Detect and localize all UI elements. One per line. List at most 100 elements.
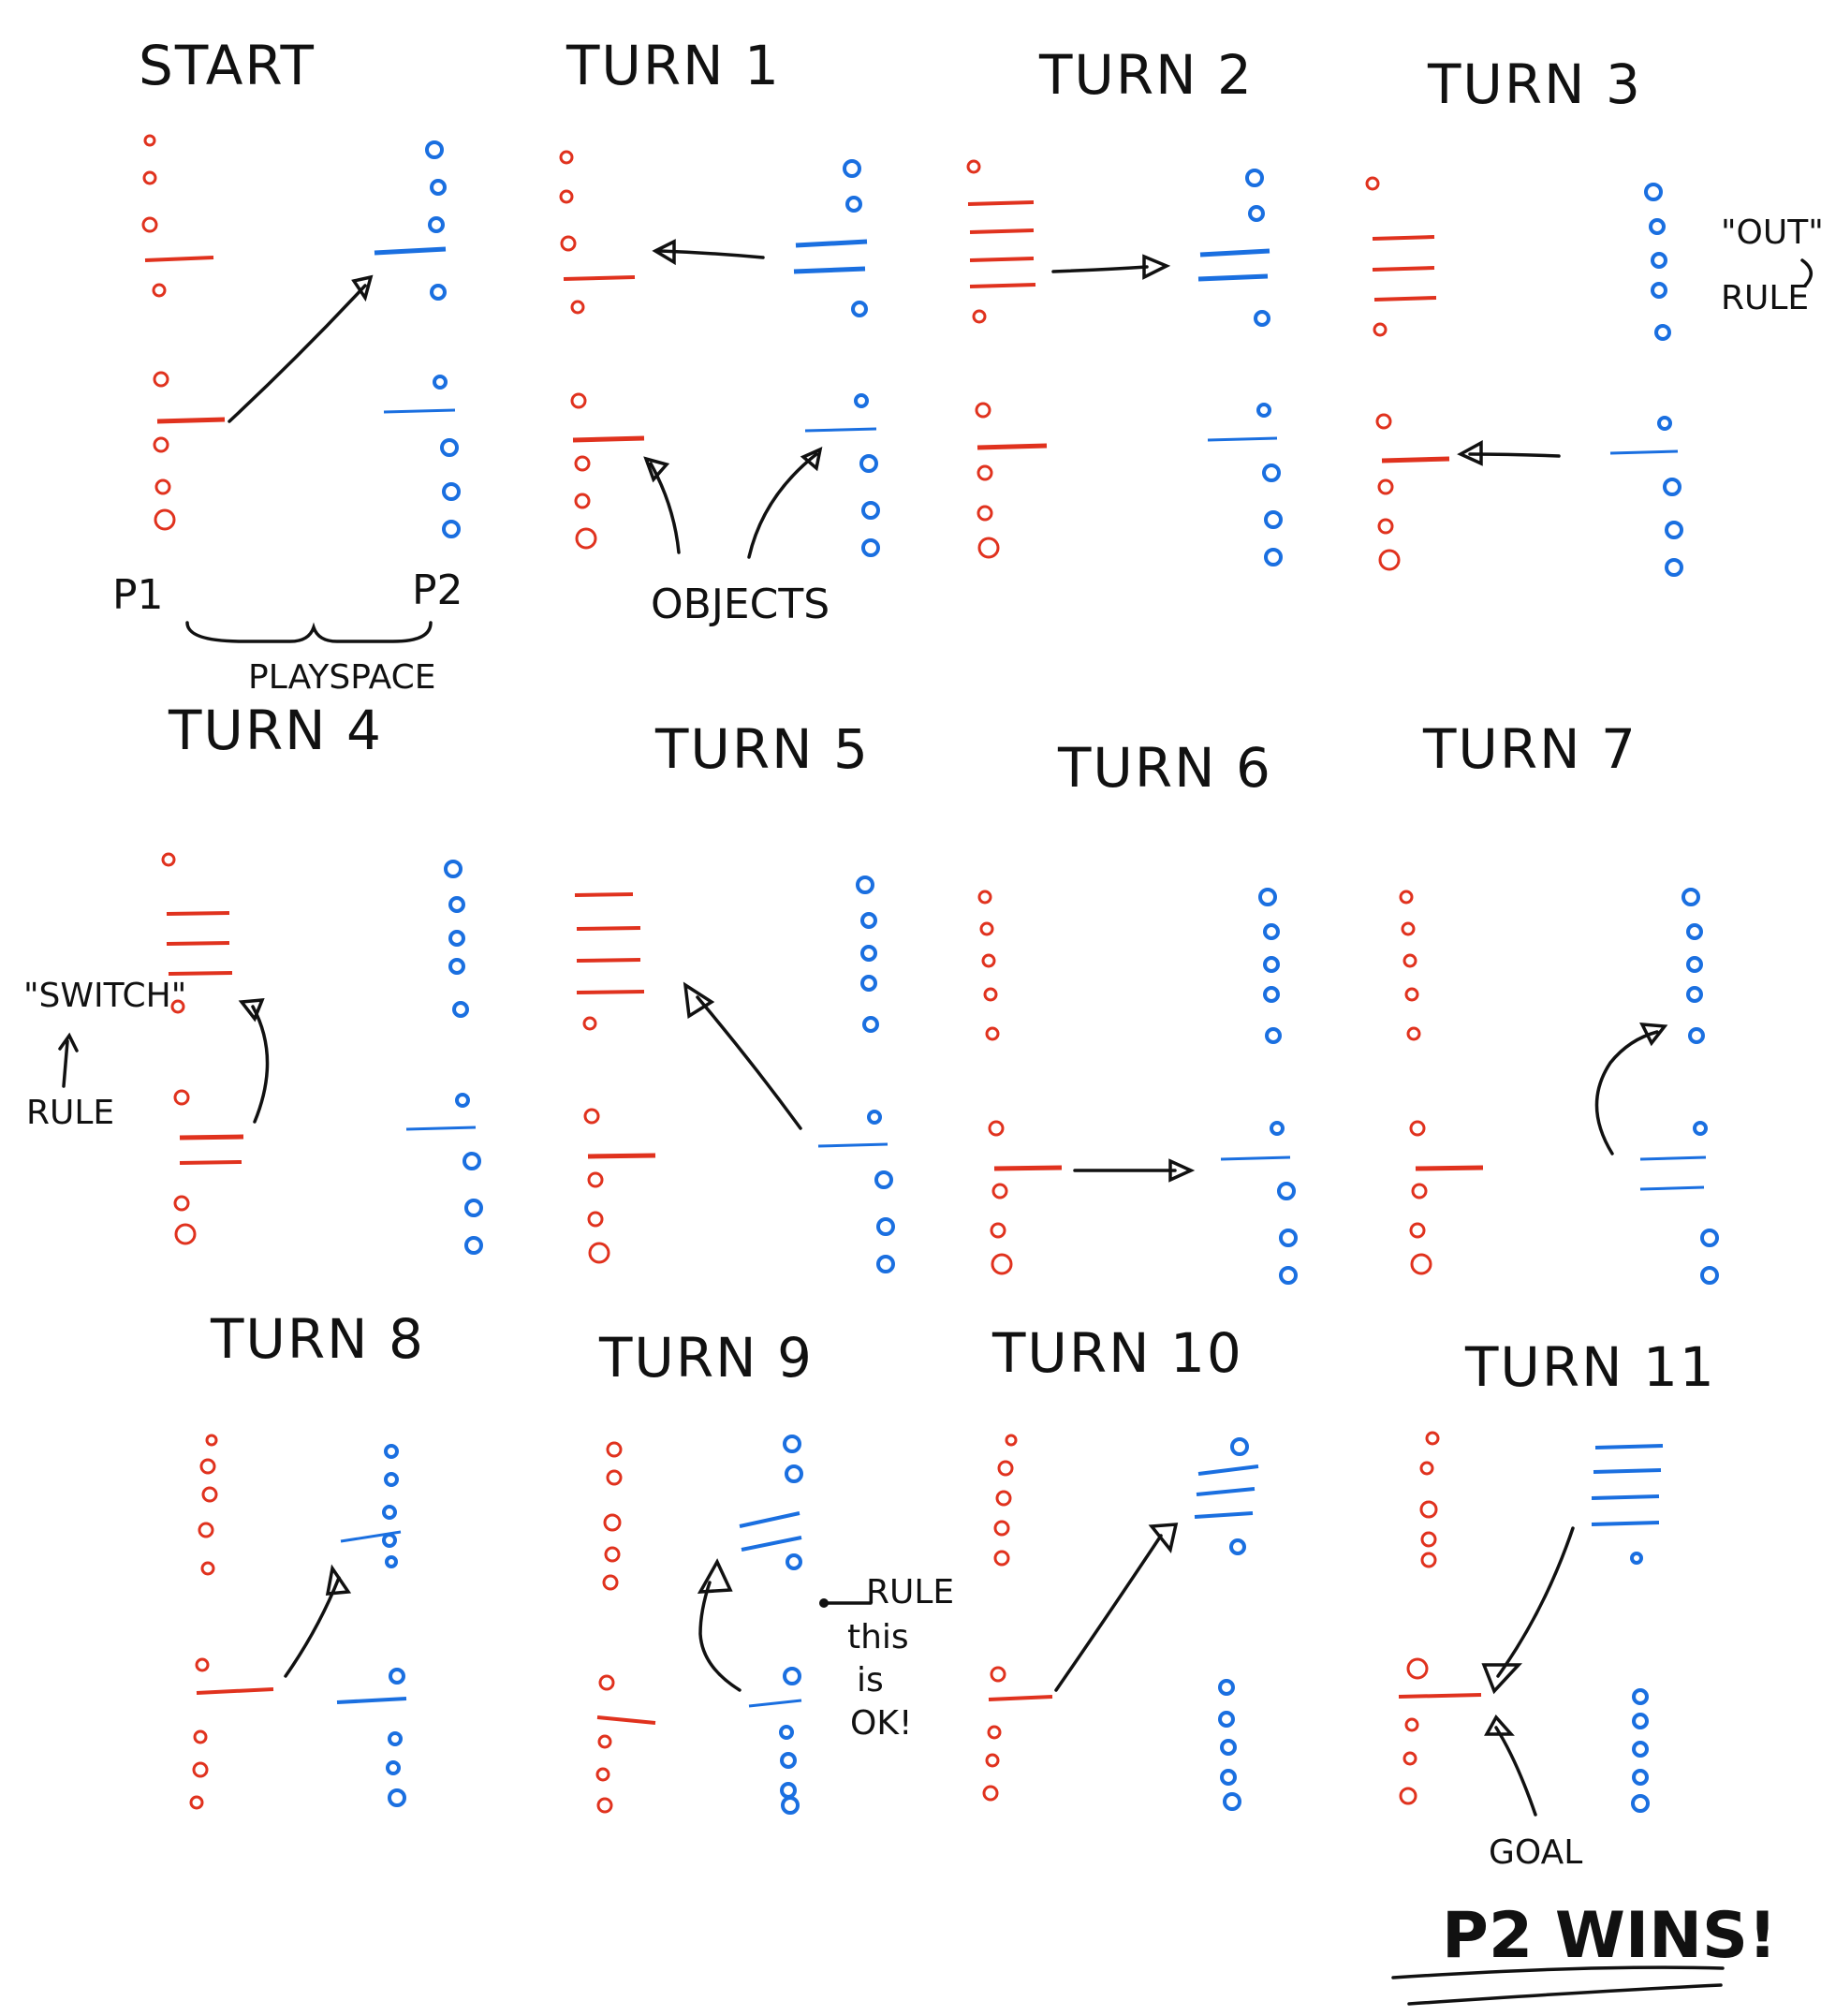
move-arrow	[658, 249, 765, 259]
p2-object	[1230, 1437, 1249, 1456]
p1-object	[975, 402, 991, 419]
p1-object	[1365, 176, 1380, 191]
p2-barrier	[1199, 248, 1270, 258]
p2-object	[1665, 521, 1683, 539]
p1-object	[583, 1108, 600, 1125]
p1-object	[587, 1171, 604, 1188]
move-arrow	[1054, 1534, 1163, 1692]
p2-object	[1693, 1121, 1708, 1136]
p2-object	[1264, 510, 1283, 529]
move-arrow	[284, 1576, 341, 1678]
p1-object	[582, 1016, 597, 1031]
move-arrow	[698, 1581, 742, 1692]
p1-object	[189, 1795, 204, 1810]
move-arrow	[1468, 452, 1561, 458]
panel-turn9: RULE this is OK!	[595, 1435, 954, 1815]
turn4-title: TURN 4	[168, 699, 383, 762]
turn7-title: TURN 7	[1422, 717, 1637, 781]
p1-object	[1399, 890, 1414, 905]
p1-object	[985, 1753, 1000, 1768]
p1-barrier	[576, 958, 641, 963]
p1-object	[192, 1761, 209, 1778]
p1-barrier	[196, 1687, 274, 1695]
p2-object	[845, 196, 862, 213]
move-arrow	[1051, 265, 1149, 273]
p2-object	[425, 140, 444, 159]
rule-note-line1: RULE	[866, 1573, 954, 1611]
p1-object	[990, 1222, 1006, 1239]
p2-object	[1218, 1679, 1235, 1696]
arrow-head	[1484, 1714, 1515, 1736]
p1-barrier	[969, 228, 1035, 234]
p1-barrier	[1372, 235, 1435, 241]
p2-object	[1223, 1792, 1241, 1811]
out-rule-quote: "OUT"	[1721, 213, 1821, 252]
p2-object	[862, 1016, 879, 1033]
p1-object	[1005, 1434, 1018, 1447]
p1-object	[198, 1522, 214, 1538]
p2-object	[1254, 310, 1270, 327]
arrow-head	[1639, 1022, 1668, 1047]
p2-object	[1263, 956, 1280, 973]
p2-object	[854, 393, 869, 408]
panel-turn2	[966, 159, 1283, 567]
p2-object	[1632, 1688, 1649, 1705]
p2-object	[1220, 1769, 1237, 1786]
p2-object	[843, 159, 861, 178]
p1-object	[1409, 1120, 1426, 1137]
p2-barrier	[1609, 449, 1679, 455]
p1-object	[153, 436, 169, 453]
p2-object	[874, 1170, 893, 1189]
p1-barrier	[977, 443, 1048, 450]
rule-note-line3: is	[857, 1661, 884, 1700]
p2-object	[1686, 986, 1703, 1003]
turn3-title: TURN 3	[1427, 52, 1642, 116]
p2-barrier	[1593, 1468, 1662, 1474]
p2-object	[1258, 888, 1277, 906]
p2-object	[442, 482, 461, 501]
p2-barrier	[739, 1511, 800, 1528]
panel-turn1: OBJECTS	[559, 150, 880, 628]
p2-barrier	[1220, 1155, 1291, 1161]
p2-object	[1277, 1182, 1296, 1200]
move-arrow	[228, 284, 367, 423]
p1-object	[1404, 1717, 1419, 1732]
p2-object	[1644, 183, 1663, 201]
p1-object	[977, 890, 992, 905]
arrow-head	[325, 1564, 352, 1596]
p1-barrier	[1398, 1693, 1482, 1699]
p1-object	[574, 493, 591, 509]
p2-barrier	[804, 427, 877, 433]
p2-object	[444, 860, 463, 878]
p1-barrier	[988, 1695, 1053, 1701]
winner-underline	[1407, 1983, 1723, 2006]
p2-object	[1654, 324, 1671, 341]
goal-label: GOAL	[1489, 1833, 1582, 1872]
arrow-head	[238, 997, 265, 1023]
p2-object	[1630, 1552, 1643, 1565]
p1-object	[606, 1441, 623, 1458]
rule-note-line4: OK!	[850, 1704, 912, 1743]
p1-object	[977, 537, 1000, 559]
p2-barrier	[383, 408, 456, 414]
p2-object	[382, 1533, 397, 1548]
p2-object	[1700, 1229, 1719, 1247]
p2-object	[389, 1668, 405, 1685]
rule-pointer-arrow	[62, 1039, 69, 1088]
p1-barrier	[166, 911, 230, 916]
p1-object	[574, 455, 591, 472]
turn8-title: TURN 8	[210, 1307, 425, 1371]
p2-object	[1270, 1121, 1285, 1136]
p1-object	[559, 150, 574, 165]
p2-object	[1632, 1713, 1649, 1729]
p1-object	[559, 189, 574, 204]
object-pointer-arrow	[747, 452, 818, 559]
arrow-head	[652, 239, 676, 266]
p1-barrier	[563, 275, 636, 281]
p1-object	[199, 1458, 216, 1475]
p2-object	[452, 1001, 469, 1018]
turn2-title: TURN 2	[1038, 43, 1254, 107]
winner-underline	[1391, 1965, 1725, 1979]
p2-object	[1265, 1027, 1282, 1044]
p2-object	[876, 1217, 895, 1236]
